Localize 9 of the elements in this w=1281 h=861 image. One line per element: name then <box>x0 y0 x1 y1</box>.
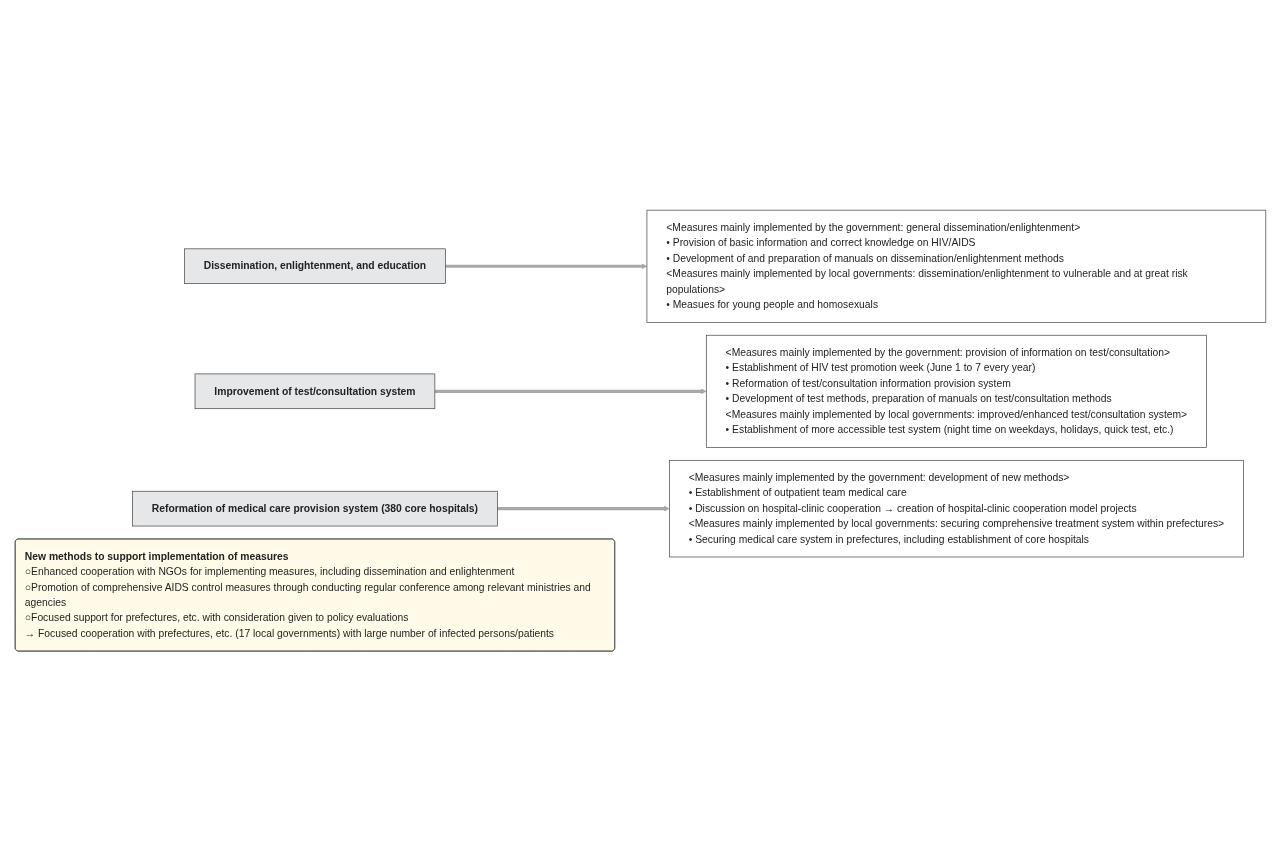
arrow <box>445 263 648 269</box>
node-box: Improvement of test/consultation system <box>194 373 436 409</box>
node-box: <Measures mainly implemented by the government: development of new methods> • Establishment of outpatient team medical care • Discussion on hospital-clinic cooperation → creation of hospital-clinic cooperation model projects <Measures mainly implemented by local governments: securing comprehensive treatment system within prefectures> • Securing medical care system in prefectures, including establishment of core hospitals <box>669 459 1244 558</box>
node-box: Dissemination, enlightenment, and education <box>184 248 446 284</box>
node-box: <Measures mainly implemented by the government: general dissemination/enlightenment> • Provision of basic information and correct knowledge on HIV/AIDS • Development of and preparation of manuals on dissemination/enlightenment methods <Measures mainly implemented by local governments: dissemination/enlightenment to vulnerable and at great risk populations> • Measues for young people and homosexuals <box>646 209 1267 323</box>
node-box: Reformation of medical care provision system (380 core hospitals) <box>132 490 498 527</box>
arrow <box>434 388 707 394</box>
arrow <box>497 505 670 512</box>
node-box: <Measures mainly implemented by the government: provision of information on test/consultation> • Establishment of HIV test promotion week (June 1 to 7 every year) • Reformation of test/consultation information provision system • Development of test methods, preparation of manuals on test/consultation methods <Measures mainly implemented by local governments: improved/enhanced test/consultation system> • Establishment of more accessible test system (night time on weekdays, holidays, quick test, etc.) <box>705 334 1207 448</box>
